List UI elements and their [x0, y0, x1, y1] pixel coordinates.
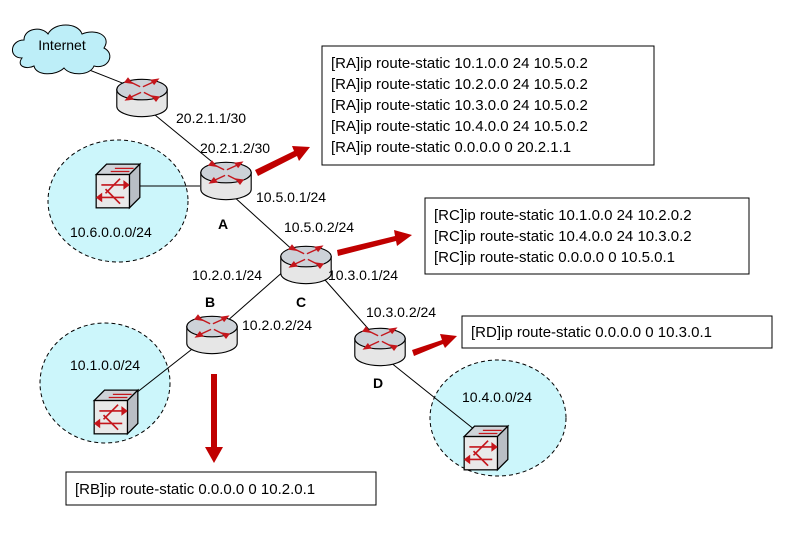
internet-cloud: Internet [12, 24, 111, 75]
lan-b-label: 10.1.0.0/24 [70, 357, 140, 373]
internet-label: Internet [38, 37, 86, 53]
router-d-icon [354, 326, 406, 367]
arrow-to-ra-config [255, 146, 310, 176]
ra-config-line: [RA]ip route-static 10.3.0.0 24 10.5.0.2 [331, 97, 588, 114]
rc-config-line: [RC]ip route-static 10.1.0.0 24 10.2.0.2 [434, 207, 692, 224]
router-a-label: A [218, 216, 228, 232]
ra-config-box: [RA]ip route-static 10.1.0.0 24 10.5.0.2… [321, 45, 655, 166]
c-right-interface-label: 10.3.0.1/24 [328, 267, 398, 283]
arrow-to-rd-config [412, 334, 457, 356]
lan-d-label: 10.4.0.0/24 [462, 389, 532, 405]
d-up-interface-label: 10.3.0.2/24 [366, 304, 436, 320]
ra-config-line: [RA]ip route-static 0.0.0.0 0 20.2.1.1 [331, 139, 571, 156]
c-left-interface-label: 10.2.0.1/24 [192, 267, 262, 283]
router-d-label: D [373, 375, 383, 391]
switch-d-lan-icon [463, 425, 509, 471]
a-down-interface-label: 10.5.0.1/24 [256, 189, 326, 205]
link-c-d [317, 271, 373, 334]
rb-config-box: [RB]ip route-static 0.0.0.0 0 10.2.0.1 [65, 471, 377, 506]
pointer-arrows [205, 146, 457, 463]
rb-config-line: [RB]ip route-static 0.0.0.0 0 10.2.0.1 [75, 481, 315, 498]
ra-config-line: [RA]ip route-static 10.2.0.0 24 10.5.0.2 [331, 76, 588, 93]
a-up-interface-label: 20.2.1.2/30 [200, 140, 270, 156]
router-a-icon [200, 160, 252, 201]
arrow-to-rc-config [337, 230, 412, 256]
isp-interface-label: 20.2.1.1/30 [176, 110, 246, 126]
rd-config-line: [RD]ip route-static 0.0.0.0 0 10.3.0.1 [471, 324, 712, 341]
lan-a-label: 10.6.0.0.0/24 [70, 224, 152, 240]
c-up-interface-label: 10.5.0.2/24 [284, 219, 354, 235]
link-d-switch [384, 357, 476, 431]
router-c-label: C [296, 294, 306, 310]
isp-router-icon [116, 77, 168, 118]
arrow-to-rb-config [205, 374, 223, 463]
link-c-b [225, 269, 286, 323]
switch-a-lan-icon [95, 163, 141, 209]
rd-config-box: [RD]ip route-static 0.0.0.0 0 10.3.0.1 [461, 315, 773, 349]
rc-config-line: [RC]ip route-static 10.4.0.0 24 10.3.0.2 [434, 228, 692, 245]
router-c-icon [280, 244, 332, 285]
ra-config-line: [RA]ip route-static 10.1.0.0 24 10.5.0.2 [331, 55, 588, 72]
b-up-interface-label: 10.2.0.2/24 [242, 317, 312, 333]
router-b-icon [186, 314, 238, 355]
links [63, 59, 476, 431]
router-b-label: B [205, 294, 215, 310]
rc-config-box: [RC]ip route-static 10.1.0.0 24 10.2.0.2… [424, 197, 750, 275]
link-a-c [231, 194, 297, 254]
rc-config-line: [RC]ip route-static 0.0.0.0 0 10.5.0.1 [434, 249, 675, 266]
link-b-switch [130, 345, 197, 398]
link-isp-a [154, 114, 223, 171]
switch-b-lan-icon [93, 389, 139, 435]
ra-config-line: [RA]ip route-static 10.4.0.0 24 10.5.0.2 [331, 118, 588, 135]
